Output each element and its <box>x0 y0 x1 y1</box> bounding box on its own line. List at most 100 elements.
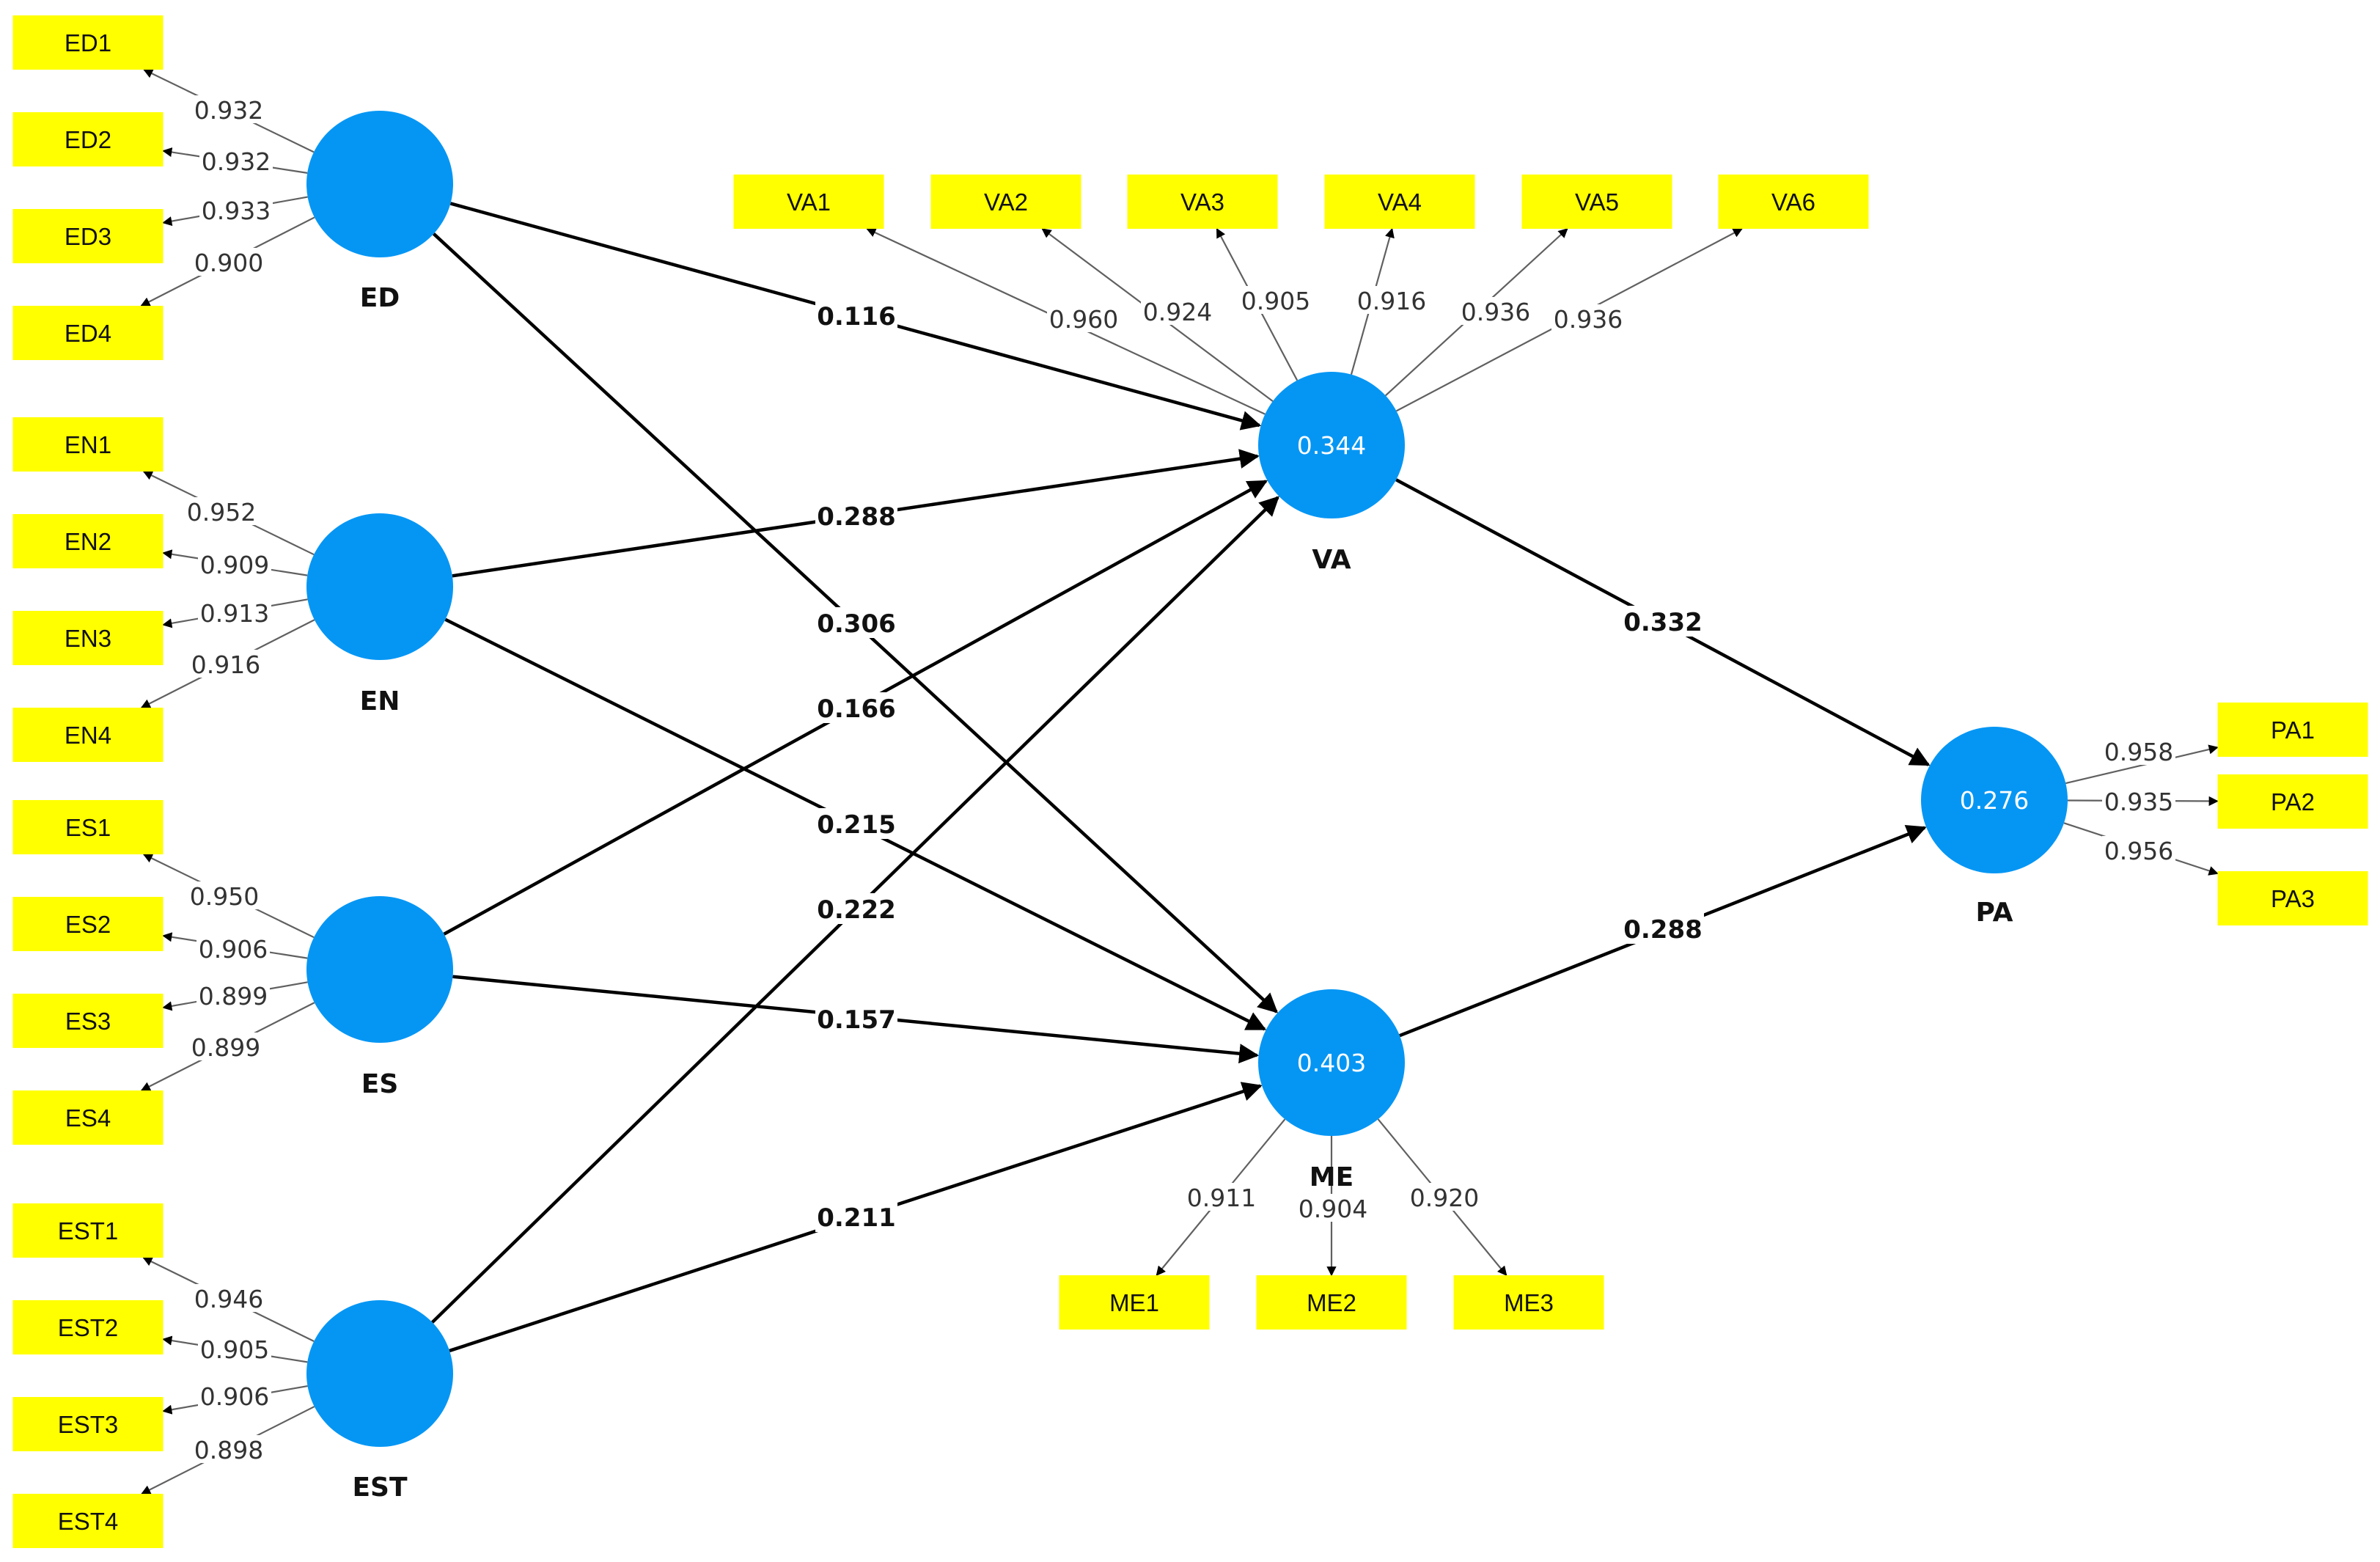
indicator-en3[interactable]: EN3 <box>12 611 164 665</box>
loading-label-bg <box>192 248 265 276</box>
path-label-bg <box>815 607 897 638</box>
indicator-box <box>12 800 164 854</box>
indicator-va6[interactable]: VA6 <box>1718 175 1869 229</box>
indicator-box <box>12 897 164 951</box>
indicator-label: VA1 <box>787 188 831 216</box>
loading-label-bg <box>1408 1183 1481 1211</box>
indicator-label: ES3 <box>65 1008 111 1035</box>
path-coefficient-en-va: 0.288 <box>817 502 896 532</box>
indicator-ed4[interactable]: ED4 <box>12 306 164 360</box>
path-label-bg <box>1622 913 1704 944</box>
latent-name: ME <box>1310 1162 1354 1192</box>
loading-value-va2: 0.924 <box>1143 298 1212 326</box>
indicator-va5[interactable]: VA5 <box>1521 175 1672 229</box>
loading-label-bg <box>197 981 270 1009</box>
indicator-label: PA2 <box>2271 788 2315 815</box>
indicator-box <box>12 1203 164 1258</box>
path-label-bg <box>815 1003 897 1034</box>
loading-value-en3: 0.913 <box>200 599 269 628</box>
loading-value-va3: 0.905 <box>1241 287 1310 315</box>
indicator-pa1[interactable]: PA1 <box>2217 703 2368 757</box>
indicator-label: ES2 <box>65 911 111 938</box>
loading-value-es2: 0.906 <box>199 935 268 964</box>
path-coefficient-en-me: 0.215 <box>817 810 896 840</box>
loading-label-bg <box>198 1335 271 1363</box>
indicator-est2[interactable]: EST2 <box>12 1300 164 1354</box>
indicator-en1[interactable]: EN1 <box>12 417 164 472</box>
loading-label-bg <box>1355 286 1428 314</box>
loading-label-bg <box>192 1435 265 1463</box>
latent-est[interactable]: EST <box>306 1300 453 1503</box>
indicator-label: EN3 <box>65 625 111 652</box>
indicator-me2[interactable]: ME2 <box>1256 1275 1407 1330</box>
indicator-es3[interactable]: ES3 <box>12 994 164 1048</box>
loading-value-es4: 0.899 <box>191 1033 260 1062</box>
latent-name: EN <box>360 686 400 716</box>
loading-value-es1: 0.950 <box>190 882 259 911</box>
indicator-box <box>1453 1275 1604 1330</box>
indicator-es1[interactable]: ES1 <box>12 800 164 854</box>
indicator-ed2[interactable]: ED2 <box>12 112 164 166</box>
loading-value-pa3: 0.956 <box>2104 837 2173 865</box>
indicator-box <box>12 306 164 360</box>
indicator-box <box>12 1494 164 1548</box>
path-coefficient-me-pa: 0.288 <box>1623 915 1703 945</box>
path-coefficient-va-pa: 0.332 <box>1623 608 1703 637</box>
indicator-es2[interactable]: ES2 <box>12 897 164 951</box>
indicator-ed3[interactable]: ED3 <box>12 209 164 263</box>
path-coefficient-ed-me: 0.306 <box>817 609 896 639</box>
indicator-est4[interactable]: EST4 <box>12 1494 164 1548</box>
indicator-ed1[interactable]: ED1 <box>12 15 164 70</box>
path-coefficient-ed-va: 0.116 <box>817 302 896 331</box>
indicator-box <box>2217 871 2368 925</box>
latent-ed[interactable]: ED <box>306 111 453 313</box>
loading-value-va4: 0.916 <box>1357 287 1426 315</box>
loading-label-bg <box>199 147 273 175</box>
latent-es[interactable]: ES <box>306 896 453 1099</box>
latent-circle <box>306 513 453 660</box>
indicator-va3[interactable]: VA3 <box>1127 175 1278 229</box>
loading-value-me3: 0.920 <box>1410 1184 1479 1212</box>
indicator-es4[interactable]: ES4 <box>12 1090 164 1145</box>
indicator-va4[interactable]: VA4 <box>1324 175 1475 229</box>
path-label-bg <box>815 692 897 723</box>
indicator-me3[interactable]: ME3 <box>1453 1275 1604 1330</box>
latent-name: ES <box>361 1069 399 1099</box>
indicator-label: ME2 <box>1307 1289 1356 1316</box>
indicator-en2[interactable]: EN2 <box>12 514 164 568</box>
latent-circle <box>306 111 453 257</box>
indicator-label: VA4 <box>1378 188 1422 216</box>
indicator-va1[interactable]: VA1 <box>733 175 884 229</box>
indicator-label: PA3 <box>2271 885 2315 912</box>
latent-name: PA <box>1976 898 2013 928</box>
indicator-box <box>1127 175 1278 229</box>
indicator-label: EST4 <box>58 1508 119 1535</box>
loading-value-est3: 0.906 <box>200 1382 269 1411</box>
latent-en[interactable]: EN <box>306 513 453 716</box>
loading-label-bg <box>198 550 271 578</box>
indicator-label: ME3 <box>1504 1289 1554 1316</box>
indicator-box <box>12 209 164 263</box>
indicator-box <box>12 1397 164 1451</box>
indicator-va2[interactable]: VA2 <box>930 175 1081 229</box>
indicator-est3[interactable]: EST3 <box>12 1397 164 1451</box>
indicator-en4[interactable]: EN4 <box>12 708 164 762</box>
indicator-me1[interactable]: ME1 <box>1059 1275 1210 1330</box>
indicator-pa3[interactable]: PA3 <box>2217 871 2368 925</box>
indicator-pa2[interactable]: PA2 <box>2217 774 2368 829</box>
indicator-box <box>930 175 1081 229</box>
loading-value-va5: 0.936 <box>1461 298 1530 326</box>
indicator-label: VA5 <box>1575 188 1619 216</box>
loading-label-bg <box>197 934 270 962</box>
latent-circle <box>1258 372 1405 518</box>
indicator-label: ED2 <box>65 126 111 153</box>
indicator-est1[interactable]: EST1 <box>12 1203 164 1258</box>
latent-name: VA <box>1312 545 1351 575</box>
indicator-label: ED1 <box>65 29 111 56</box>
loading-label-bg <box>198 598 271 626</box>
loading-value-va1: 0.960 <box>1049 305 1118 334</box>
